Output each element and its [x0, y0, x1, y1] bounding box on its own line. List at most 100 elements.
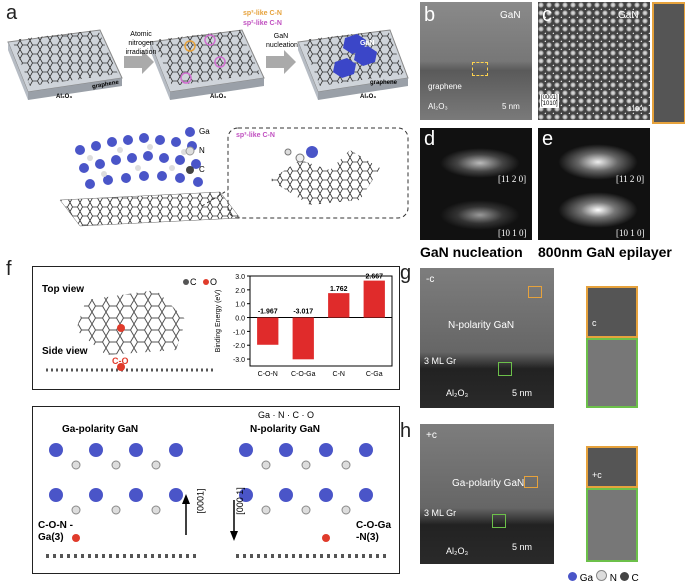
panel-label-h: h	[400, 420, 412, 442]
b-scale: 5 nm	[502, 102, 520, 111]
f-legend-o: O	[210, 277, 218, 287]
panel-a-schematic	[7, 29, 409, 227]
e-caption: 800nm GaN epilayer	[538, 244, 672, 260]
legend-n: N	[199, 146, 205, 155]
g-gr: 3 ML Gr	[424, 356, 457, 366]
f-coga-label: C-O-Ga -N(3)	[356, 520, 391, 543]
panel-e-rheed: e [11 2 0] [10 1 0]	[538, 128, 650, 240]
g-inset-top	[586, 286, 638, 338]
c-axis: [0001][1010]	[540, 94, 559, 108]
f-polarity-structures	[46, 443, 386, 558]
gan-label-a: GaN	[360, 40, 375, 47]
bar	[257, 317, 279, 345]
panel-label-e: e	[542, 128, 554, 150]
panel-d-rheed: d [11 2 0] [10 1 0]	[420, 128, 532, 240]
f-legend2: Ga · N · C · O	[258, 410, 315, 420]
f-legend2-n: N	[278, 410, 285, 420]
graphene-label-3: graphene	[370, 80, 398, 86]
y-tick-label: -3.0	[233, 357, 245, 364]
f-dir-0001: [0001]	[195, 488, 206, 514]
data-label: 2.667	[365, 274, 383, 281]
bar	[328, 293, 350, 318]
category-label: C-N	[333, 371, 345, 378]
h-label: Ga-polarity GaN	[452, 478, 525, 489]
h-box-bottom	[492, 514, 506, 528]
h-al2o3: Al₂O₃	[446, 546, 469, 556]
panel-c-tem: c GaN [0001][1010] 1100	[538, 2, 650, 120]
c-axis-0001: [0001]	[541, 95, 558, 101]
d-bottom-index: [10 1 0]	[498, 228, 527, 238]
b-gan: GaN	[500, 10, 521, 21]
d-streaks-bottom	[440, 200, 520, 230]
panel-label-f: f	[6, 258, 12, 280]
d-caption: GaN nucleation	[420, 244, 523, 260]
y-tick-label: 3.0	[235, 274, 245, 281]
panel-label-c: c	[542, 4, 552, 26]
g-scale: 5 nm	[512, 388, 533, 398]
g-box-bottom	[498, 362, 512, 376]
panel-f-bottom-frame	[32, 406, 400, 574]
y-tick-label: -1.0	[233, 329, 245, 336]
f-legend2-o: O	[307, 410, 315, 420]
category-label: C-O-N	[258, 371, 278, 378]
f-side-view: Side view	[42, 346, 88, 357]
f-co-label: C-O	[112, 356, 129, 366]
f-legend2-ga: Ga	[258, 410, 271, 420]
d-top-index: [11 2 0]	[498, 174, 527, 184]
al2o3-label-2: Al₂O₃	[210, 94, 227, 100]
g-label: N-polarity GaN	[448, 320, 515, 331]
category-label: C-O-Ga	[291, 371, 316, 378]
data-label: -3.017	[293, 309, 313, 316]
h-axis: +c	[426, 430, 437, 441]
legend-c: C	[199, 165, 205, 174]
bar	[292, 317, 314, 360]
e-top-index: [11 2 0]	[616, 174, 645, 184]
g-axis: -c	[426, 274, 435, 285]
panel-label-g: g	[400, 262, 412, 284]
al2o3-label-1: Al₂O₃	[56, 94, 73, 100]
bar	[363, 280, 385, 318]
c-gan: GaN	[618, 10, 639, 21]
g-inset-c: c	[592, 318, 597, 328]
y-tick-label: -2.0	[233, 343, 245, 350]
y-axis-label: Binding Energy (eV)	[215, 290, 222, 353]
f-legend2-c: C	[292, 410, 300, 420]
e-bottom-index: [10 1 0]	[616, 228, 645, 238]
panel-b-tem: b GaN graphene Al₂O₃ 5 nm	[420, 2, 532, 120]
g-al2o3: Al₂O₃	[446, 388, 469, 398]
panel-label-a: a	[6, 2, 18, 24]
b-al2o3: Al₂O₃	[428, 102, 448, 111]
ga-polarity-structure	[46, 443, 196, 558]
y-tick-label: 1.0	[235, 302, 245, 309]
f-con-label: C-O-N -Ga(3)	[38, 520, 73, 543]
d-streaks-top	[440, 148, 520, 178]
panel-c-zoom-strip	[652, 2, 685, 124]
b-graphene: graphene	[428, 82, 462, 91]
y-tick-label: 2.0	[235, 288, 245, 295]
h-inset-bottom	[586, 488, 638, 562]
panel-label-b: b	[424, 4, 436, 26]
al2o3-label-3: Al₂O₃	[360, 94, 377, 100]
panel-f-top-frame	[32, 266, 400, 390]
panel-label-d: d	[424, 128, 436, 150]
inset-sp3-label: sp³-like C-N	[236, 132, 275, 139]
bottom-legend-ga: Ga	[579, 573, 594, 584]
e-streaks-bottom	[558, 192, 638, 228]
g-box-top	[528, 286, 542, 298]
sp2-label: sp²-like C-N	[243, 20, 282, 27]
arrow2-label: GaN nucleation	[266, 33, 298, 49]
f-ga-polarity: Ga-polarity GaN	[62, 424, 139, 435]
h-inset-c: +c	[592, 470, 602, 480]
f-dir-000-1: [000 1]	[234, 487, 245, 515]
bottom-legend: Ga N C	[568, 570, 639, 584]
ga-atom-cluster	[75, 133, 203, 189]
c-corner: 1100	[628, 106, 644, 113]
bottom-legend-c: C	[631, 573, 639, 584]
n-polarity-structure	[236, 443, 386, 558]
f-top-view: Top view	[42, 284, 85, 295]
h-box-top	[524, 476, 538, 488]
h-inset-top	[586, 446, 638, 488]
legend-ga: Ga	[199, 127, 210, 136]
panel-g-tem: -c N-polarity GaN 3 ML Gr Al₂O₃ 5 nm	[420, 268, 554, 408]
